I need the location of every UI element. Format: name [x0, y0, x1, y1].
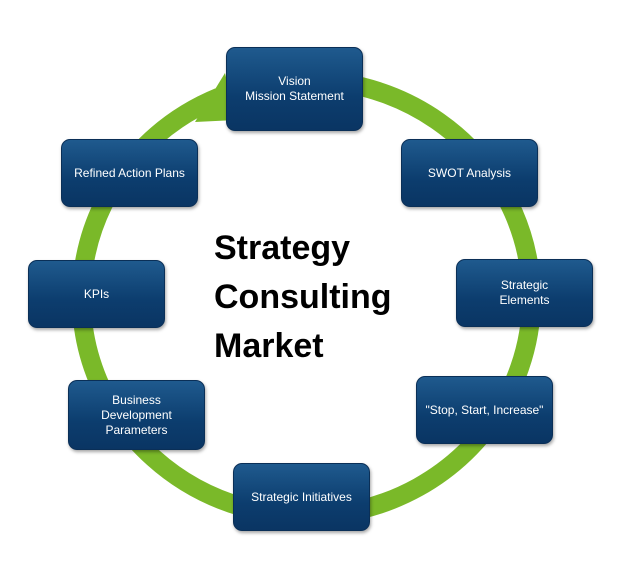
step-label-line: Mission Statement: [245, 89, 344, 103]
step-business-development-parameters: Business Development Parameters: [68, 380, 205, 450]
title-line-1: Strategy: [214, 229, 351, 267]
step-refined-action-plans: Refined Action Plans: [61, 139, 198, 207]
step-label-line: "Stop, Start, Increase": [425, 402, 544, 417]
title-line-2: Consulting: [214, 278, 392, 316]
step-vision-mission: Vision Mission Statement: [226, 47, 363, 131]
step-label-line: Refined Action Plans: [74, 165, 185, 180]
step-stop-start-increase: "Stop, Start, Increase": [416, 376, 553, 444]
cycle-arrow-head: [195, 73, 236, 122]
step-label-line: SWOT Analysis: [427, 165, 512, 180]
step-label-line: KPIs: [83, 286, 110, 301]
step-label-line: Vision: [278, 74, 311, 88]
step-swot-analysis: SWOT Analysis: [401, 139, 538, 207]
step-label-line: Parameters: [105, 422, 168, 437]
step-label-line: Strategic: [500, 278, 549, 292]
step-label-line: Business: [112, 392, 161, 407]
step-label-line: Strategic Initiatives: [251, 489, 352, 504]
step-kpis: KPIs: [28, 260, 165, 328]
step-label-line: Development: [101, 407, 172, 422]
step-label-line: Elements: [499, 293, 550, 307]
step-strategic-initiatives: Strategic Initiatives: [233, 463, 370, 531]
title-line-3: Market: [214, 327, 324, 365]
step-strategic-elements: Strategic Elements: [456, 259, 593, 327]
center-title: Strategy Consulting Market: [214, 224, 392, 371]
